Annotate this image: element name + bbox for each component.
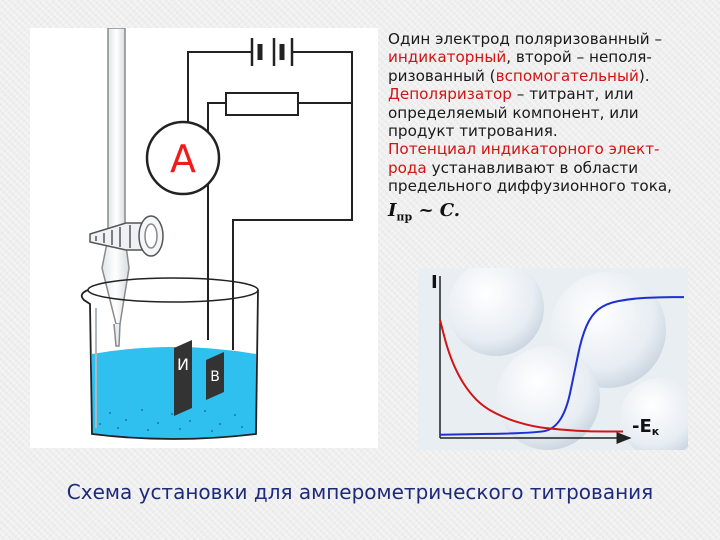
battery-icon: [250, 38, 294, 66]
x-axis-label-main: -E: [632, 416, 652, 437]
description-text: Один электрод поляризованный – индикатор…: [388, 30, 713, 227]
desc-part-9: устанавливают в области предельного дифф…: [388, 158, 673, 196]
desc-part-7: – титрант, или определяемый компонент, и…: [388, 85, 639, 141]
apparatus-diagram: А: [30, 28, 378, 448]
x-axis-label: -Eк: [632, 416, 660, 438]
ammeter-label: А: [170, 137, 196, 181]
desc-part-1: Один электрод поляризованный –: [388, 30, 663, 48]
desc-part-5: ).: [638, 66, 650, 85]
chart-series-layer: [439, 296, 684, 436]
desc-indicator-term: индикаторный: [388, 48, 507, 67]
auxiliary-electrode: В: [206, 352, 224, 400]
indicator-electrode: И: [174, 340, 192, 416]
resistor-icon: [225, 92, 299, 116]
beaker-icon: [80, 277, 259, 440]
ammeter-icon: А: [145, 120, 221, 196]
y-axis-label: I: [431, 272, 438, 293]
desc-potential-term: Потенциал индикаторного элект- рода: [388, 140, 660, 177]
x-axis-label-sub: к: [652, 425, 660, 438]
limiting-current-formula: Iпр ~ C.: [388, 199, 713, 227]
burette-icon: [89, 28, 164, 347]
figure-caption: Схема установки для амперометрического т…: [66, 480, 654, 504]
desc-depolarizer-term: Деполяризатор: [388, 85, 512, 104]
auxiliary-electrode-label: В: [210, 369, 220, 385]
formula-tail: ~ C.: [412, 199, 461, 221]
formula-symbol: I: [388, 199, 397, 221]
formula-subscript: пр: [396, 210, 413, 224]
series-line-2: [439, 319, 623, 433]
desc-part-3: , второй – неполя- ризованный (: [388, 48, 652, 85]
solution-dots: [99, 409, 243, 432]
series-line-1: [439, 296, 684, 436]
indicator-electrode-label: И: [177, 355, 189, 374]
desc-auxiliary-term: вспомогательный: [495, 66, 639, 85]
titration-curve-chart: I -Eк: [418, 268, 688, 450]
